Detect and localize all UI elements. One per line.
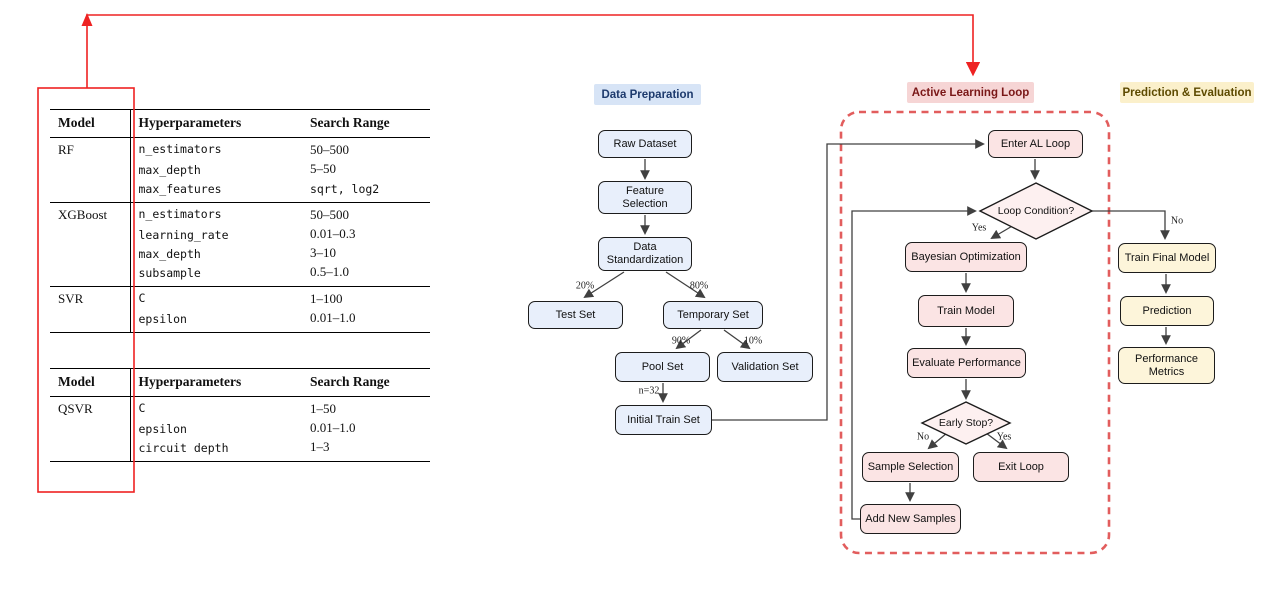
node-add-new-samples: Add New Samples xyxy=(860,504,961,534)
column-header: Model xyxy=(50,368,131,397)
hyperparameter-name: n_estimators xyxy=(130,202,302,225)
edge-label-validation-split: 10% xyxy=(743,335,763,347)
hyperparameter-name: C xyxy=(138,401,146,415)
search-range: sqrt, log2 xyxy=(310,182,380,196)
edge-label-early-yes: Yes xyxy=(996,431,1012,443)
node-sample-selection: Sample Selection xyxy=(862,452,959,482)
column-header: Model xyxy=(50,109,131,138)
hyperparameter-name: circuit depth xyxy=(138,441,229,455)
model-name: RF xyxy=(50,137,131,203)
active-learning-loop-boundary xyxy=(839,110,1111,555)
table-row: epsilon 0.01–1.0 xyxy=(50,419,430,438)
column-header: Search Range xyxy=(302,109,430,138)
node-feature-selection: Feature Selection xyxy=(598,181,692,214)
up-arrowhead-icon xyxy=(81,13,93,26)
model-group: QSVR C 1–50 epsilon 0.01–1.0 circuit depth 1–3 xyxy=(50,396,430,462)
search-range: 5–50 xyxy=(310,161,336,176)
node-bayesian-optimization: Bayesian Optimization xyxy=(905,242,1027,272)
node-train-final-model: Train Final Model xyxy=(1118,243,1216,273)
hyperparameter-name: epsilon xyxy=(138,422,187,436)
table-row: max_depth 3–10 xyxy=(50,244,430,263)
node-validation-set: Validation Set xyxy=(717,352,813,382)
edge-label-pool-split: 90% xyxy=(671,335,691,347)
node-pool-set: Pool Set xyxy=(615,352,710,382)
table-row: QSVR C 1–50 xyxy=(50,396,430,462)
node-temporary-set: Temporary Set xyxy=(663,301,763,329)
hyperparameter-name: C xyxy=(130,286,302,309)
column-header: Hyperparameters xyxy=(130,368,302,397)
table-row: epsilon 0.01–1.0 xyxy=(50,309,430,333)
node-loop-condition-label: Loop Condition? xyxy=(997,205,1075,217)
hyperparameter-name: max_depth xyxy=(138,247,201,261)
edge-label-temp-split: 80% xyxy=(689,280,709,292)
search-range: 0.01–0.3 xyxy=(310,226,356,241)
search-range: 50–500 xyxy=(310,142,349,157)
node-train-model: Train Model xyxy=(918,295,1014,327)
hyperparameter-name: learning_rate xyxy=(138,228,229,242)
model-name: SVR xyxy=(50,286,131,333)
edge-label-loop-no: No xyxy=(1170,215,1184,227)
node-data-standardization: Data Standardization xyxy=(598,237,692,271)
section-title-prediction-evaluation: Prediction & Evaluation xyxy=(1120,82,1254,103)
edge-label-early-no: No xyxy=(916,431,930,443)
table-row: RF n_estimators 50–500 xyxy=(50,137,430,203)
hyperparameters-to-loop-connector xyxy=(86,14,981,88)
node-evaluate-performance: Evaluate Performance xyxy=(907,348,1026,378)
search-range: 50–500 xyxy=(302,202,430,225)
edge-label-loop-yes: Yes xyxy=(971,222,987,234)
hyperparameter-name: max_features xyxy=(138,182,222,196)
column-header: Search Range xyxy=(302,368,430,397)
node-performance-metrics: Performance Metrics xyxy=(1118,347,1215,384)
node-early-stop-label: Early Stop? xyxy=(938,417,994,429)
search-range: 0.5–1.0 xyxy=(310,264,349,279)
node-initial-train-set: Initial Train Set xyxy=(615,405,712,435)
search-range: 1–50 xyxy=(310,401,336,416)
section-title-active-learning-loop: Active Learning Loop xyxy=(907,82,1034,103)
node-prediction: Prediction xyxy=(1120,296,1214,326)
node-enter-al-loop: Enter AL Loop xyxy=(988,130,1083,158)
edge-label-initial-n: n=32 xyxy=(638,385,660,397)
search-range: 0.01–1.0 xyxy=(310,310,356,325)
hyperparameter-name: subsample xyxy=(138,266,201,280)
table-row: learning_rate 0.01–0.3 xyxy=(50,225,430,244)
node-exit-loop: Exit Loop xyxy=(973,452,1069,482)
table-row: max_depth 5–50 xyxy=(50,160,430,179)
column-header: Hyperparameters xyxy=(130,109,302,138)
hyperparameter-name: max_depth xyxy=(138,163,201,177)
model-group: RF n_estimators 50–500 max_depth 5–50 max_fea… xyxy=(50,137,430,203)
edge-label-test-split: 20% xyxy=(575,280,595,292)
table-row: max_features sqrt, log2 xyxy=(50,179,430,203)
search-range: 1–3 xyxy=(310,439,330,454)
model-name: XGBoost xyxy=(50,202,131,287)
model-name: QSVR xyxy=(50,396,131,462)
node-test-set: Test Set xyxy=(528,301,623,329)
table-row: subsample 0.5–1.0 xyxy=(50,263,430,287)
table-row: circuit depth 1–3 xyxy=(50,438,430,462)
search-range: 1–100 xyxy=(302,286,430,309)
search-range: 3–10 xyxy=(310,245,336,260)
section-title-data-preparation: Data Preparation xyxy=(594,84,701,105)
node-raw-dataset: Raw Dataset xyxy=(598,130,692,158)
search-range: 0.01–1.0 xyxy=(310,420,356,435)
hyperparameter-name: n_estimators xyxy=(138,142,222,156)
hyperparameter-name: epsilon xyxy=(138,312,187,326)
